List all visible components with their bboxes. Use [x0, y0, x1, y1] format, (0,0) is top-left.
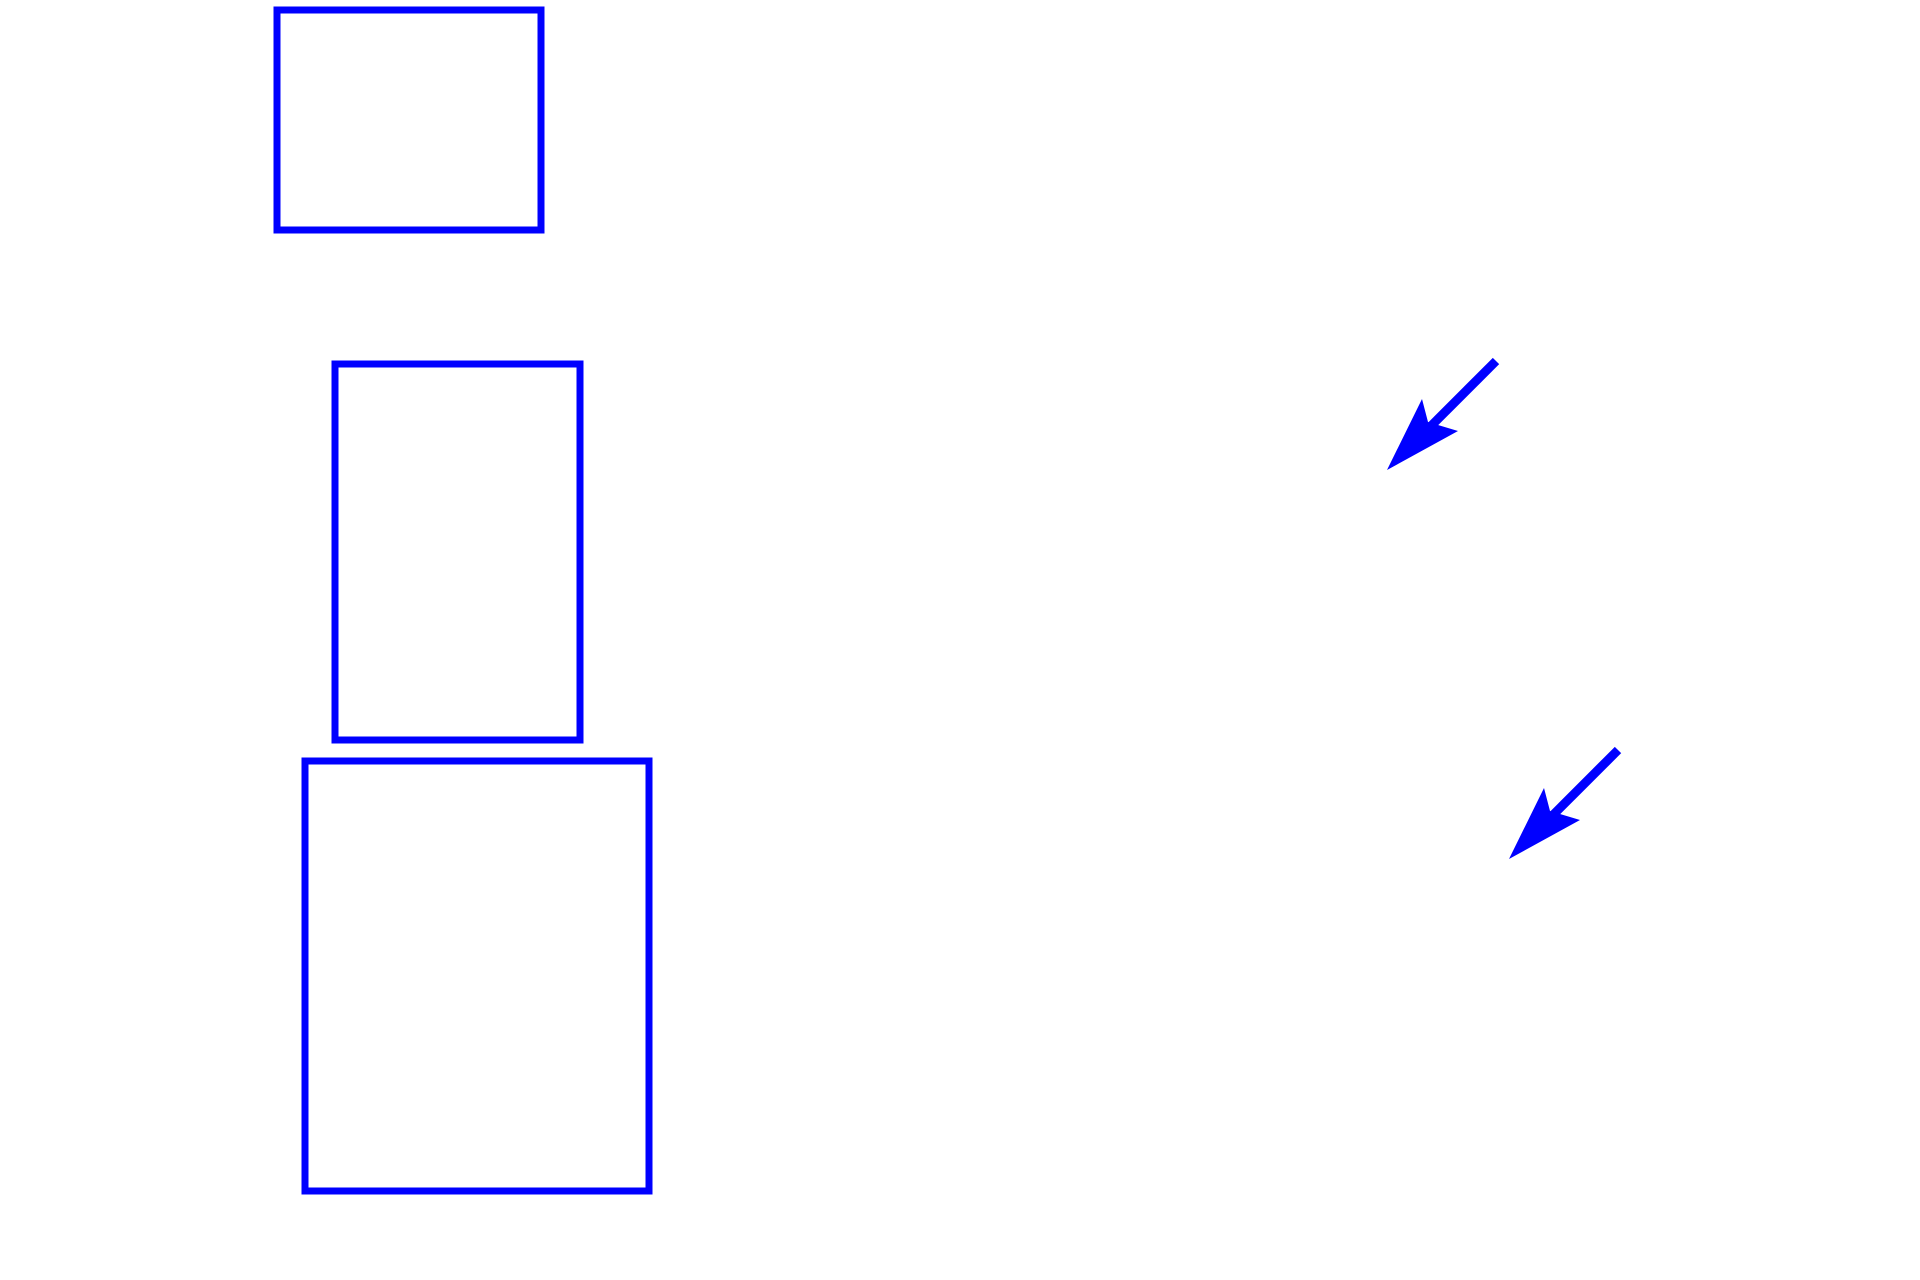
annotation-arrow-2	[1509, 746, 1622, 859]
annotation-box-3	[301, 757, 653, 1195]
annotation-arrow-1	[1387, 357, 1500, 470]
annotation-box-2	[331, 360, 584, 744]
annotation-box-1	[273, 6, 545, 234]
